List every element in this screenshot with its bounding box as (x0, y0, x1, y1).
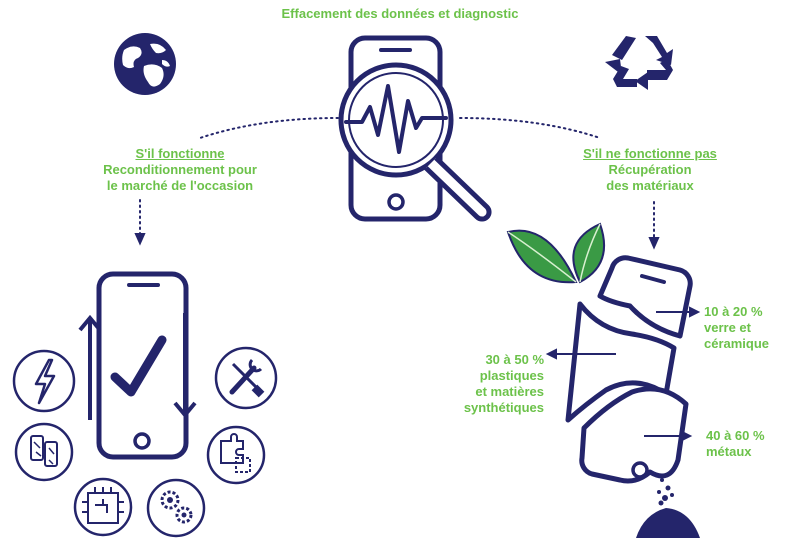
magnifier-pulse-icon (338, 35, 492, 222)
leaves-icon (506, 222, 605, 284)
material-arrows (545, 306, 701, 442)
globe-icon (114, 33, 176, 95)
plastic-label-3: synthétiques (463, 400, 544, 415)
page-title: Effacement des données et diagnostic (281, 6, 519, 21)
right-branch-heading: S'il ne fonctionne pas (583, 146, 717, 161)
phone-parts-icon (14, 422, 74, 482)
broken-phone-bottom (579, 386, 689, 484)
glass-label-2: céramique (704, 336, 770, 351)
lightning-icon (12, 349, 76, 413)
gears-icon (146, 478, 206, 538)
plastic-percent: 30 à 50 % (485, 352, 544, 367)
soil-icon (636, 478, 700, 538)
metal-label: métaux (706, 444, 752, 459)
metal-percent: 40 à 60 % (706, 428, 765, 443)
dotted-connector-right (459, 117, 660, 250)
recycle-icon (605, 36, 673, 90)
broken-phone-top (597, 255, 693, 339)
puzzle-icon (206, 425, 266, 485)
left-branch-heading: S'il fonctionne (135, 146, 225, 161)
tools-icon (214, 346, 278, 410)
glass-percent: 10 à 20 % (704, 304, 763, 319)
right-branch-line2: des matériaux (606, 178, 694, 193)
dotted-connector-left (134, 117, 339, 246)
right-branch-line1: Récupération (608, 162, 692, 177)
left-branch-line2: le marché de l'occasion (106, 178, 254, 193)
plastic-label-1: plastiques (479, 368, 544, 383)
left-branch-line1: Reconditionnement pour (103, 162, 257, 177)
plastic-label-2: et matières (475, 384, 544, 399)
circuit-icon (73, 477, 133, 537)
glass-label-1: verre et (704, 320, 751, 335)
phone-check-icon (78, 271, 197, 460)
